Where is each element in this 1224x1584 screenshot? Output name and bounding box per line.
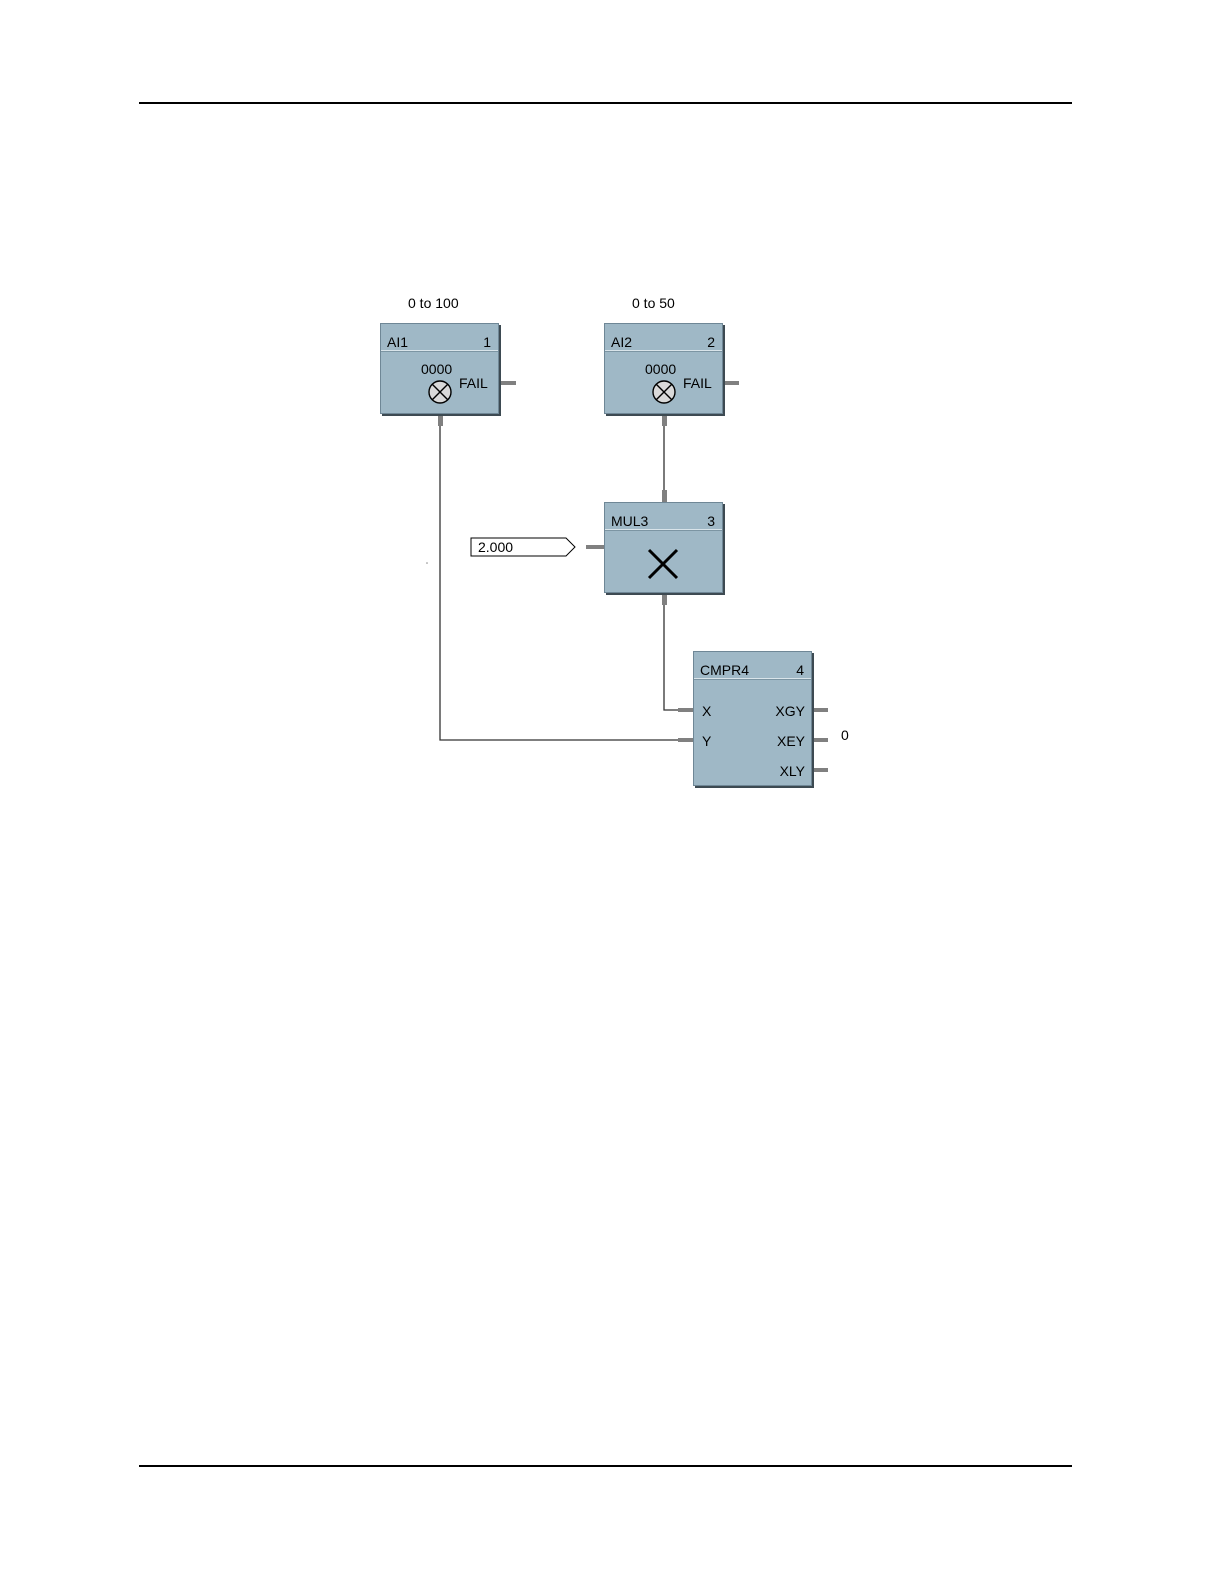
cmpr4-xey-pin <box>812 738 828 742</box>
stray-dot <box>426 562 428 564</box>
ai2-number: 2 <box>707 334 715 350</box>
ai2-name: AI2 <box>611 334 632 350</box>
cmpr4-x-pin <box>678 708 694 712</box>
cmpr4-number: 4 <box>796 662 804 678</box>
cmpr4-block[interactable]: CMPR4 4 X Y XGY XEY XLY <box>693 651 812 786</box>
ai1-name: AI1 <box>387 334 408 350</box>
mul3-name: MUL3 <box>611 513 648 529</box>
ai2-output-pin <box>662 414 667 426</box>
cmpr4-y-pin <box>678 738 694 742</box>
ai1-number: 1 <box>483 334 491 350</box>
cmpr4-xly-pin <box>812 768 828 772</box>
ai2-fail-label: FAIL <box>683 375 712 391</box>
constant-input-value[interactable]: 2.000 <box>478 539 513 555</box>
ai1-fail-label: FAIL <box>459 375 488 391</box>
ai2-range-label: 0 to 50 <box>632 295 675 311</box>
cmpr4-output-xly: XLY <box>780 763 805 779</box>
wire-mul3-to-cmpr4-x <box>664 604 683 710</box>
mul3-output-pin <box>662 592 667 605</box>
lamp-icon <box>652 380 678 406</box>
cmpr4-input-y: Y <box>702 733 711 749</box>
mul3-input-pin-left <box>586 545 604 549</box>
mul3-number: 3 <box>707 513 715 529</box>
cmpr4-xgy-pin <box>812 708 828 712</box>
ai1-value: 0000 <box>421 361 452 377</box>
cmpr4-xey-value: 0 <box>841 727 849 743</box>
ai2-fail-pin <box>722 381 739 385</box>
multiply-icon <box>646 547 680 581</box>
ai2-value: 0000 <box>645 361 676 377</box>
cmpr4-input-x: X <box>702 703 711 719</box>
cmpr4-output-xey: XEY <box>777 733 805 749</box>
cmpr4-name: CMPR4 <box>700 662 749 678</box>
ai1-block[interactable]: AI1 1 0000 FAIL <box>380 323 499 414</box>
ai1-output-pin <box>438 414 443 426</box>
lamp-icon <box>428 380 454 406</box>
cmpr4-output-xgy: XGY <box>775 703 805 719</box>
ai1-fail-pin <box>499 381 516 385</box>
ai2-block[interactable]: AI2 2 0000 FAIL <box>604 323 723 414</box>
mul3-block[interactable]: MUL3 3 <box>604 502 723 593</box>
ai1-range-label: 0 to 100 <box>408 295 459 311</box>
